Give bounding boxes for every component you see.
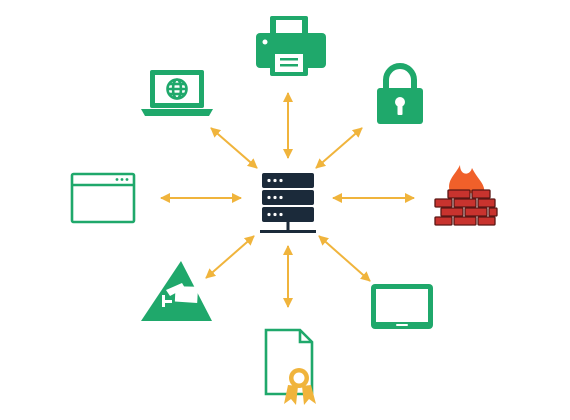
arrow-server-laptop: [210, 127, 258, 169]
arrow-server-tablet: [318, 235, 371, 282]
certificate-icon: [264, 328, 316, 405]
arrow-server-camera: [205, 235, 255, 279]
firewall-brick-3: [453, 198, 477, 208]
firewall-brick-9: [453, 216, 477, 226]
connection-arrows: [160, 92, 415, 308]
firewall-icon: [434, 165, 498, 226]
printer-icon: [256, 16, 326, 76]
arrow-server-lock: [315, 127, 363, 169]
firewall-bricks: [434, 189, 498, 226]
tablet-icon: [371, 284, 433, 329]
padlock-icon: [377, 63, 423, 124]
firewall-brick-6: [464, 207, 488, 217]
cctv-warning-icon: [141, 261, 212, 321]
firewall-brick-2: [434, 198, 453, 208]
firewall-brick-4: [477, 198, 496, 208]
firewall-brick-7: [488, 207, 498, 217]
browser-window-icon: [70, 172, 136, 224]
firewall-brick-10: [477, 216, 496, 226]
firewall-brick-1: [471, 189, 491, 199]
laptop-globe-icon: [141, 70, 213, 116]
firewall-brick-8: [434, 216, 453, 226]
firewall-brick-0: [447, 189, 471, 199]
firewall-brick-5: [440, 207, 464, 217]
server-icon: [260, 173, 316, 233]
